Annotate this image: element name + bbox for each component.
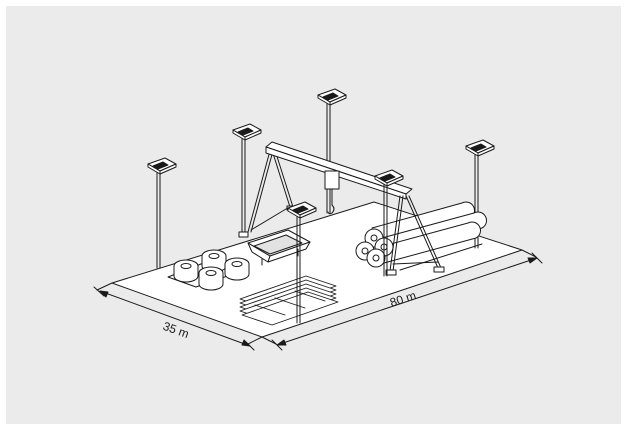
storage-yard-diagram: 35 m 80 m xyxy=(93,88,543,351)
rebar-bundles xyxy=(239,275,339,326)
light-pole-5 xyxy=(374,169,404,277)
diagram-panel: 35 m 80 m xyxy=(6,6,621,424)
light-pole-6 xyxy=(287,201,317,324)
light-pole-1 xyxy=(147,157,177,269)
width-dimension xyxy=(93,282,263,351)
coil-rolls xyxy=(167,249,250,291)
length-dimension xyxy=(261,249,543,351)
light-pole-3 xyxy=(317,88,347,214)
light-pole-2 xyxy=(232,123,262,238)
